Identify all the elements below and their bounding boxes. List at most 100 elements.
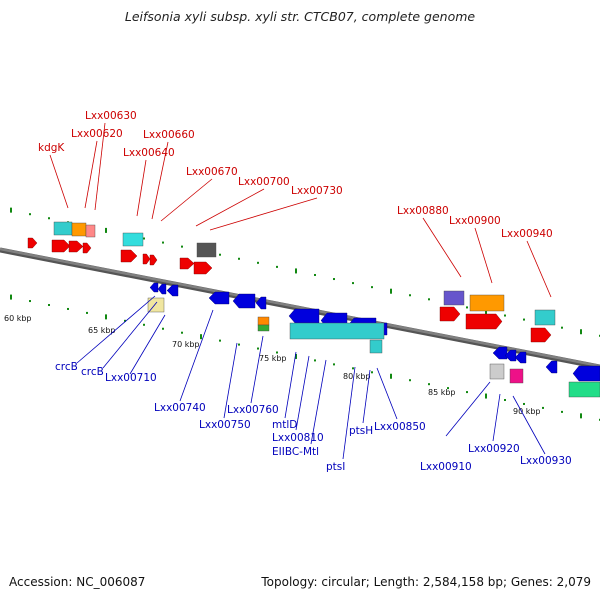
reverse-gene-label[interactable]: Lxx00810 xyxy=(272,432,324,444)
gene-category-box[interactable] xyxy=(369,339,383,354)
reverse-label-leader xyxy=(376,367,398,420)
reverse-gene-label[interactable]: ptsH xyxy=(349,425,373,437)
forward-gene-arrow[interactable] xyxy=(51,239,71,253)
gene-category-box[interactable] xyxy=(85,224,96,238)
gene-category-box[interactable] xyxy=(509,368,524,384)
tick-mark xyxy=(504,399,506,401)
scale-label: 90 kbp xyxy=(513,407,541,416)
forward-gene-arrow[interactable] xyxy=(439,306,461,322)
reverse-label-leader xyxy=(284,351,297,419)
tick-mark xyxy=(333,278,335,281)
forward-gene-arrow[interactable] xyxy=(530,327,552,343)
gene-category-box[interactable] xyxy=(469,294,505,312)
forward-gene-label[interactable]: Lxx00900 xyxy=(449,215,501,227)
reverse-gene-label[interactable]: ptsI xyxy=(326,461,345,473)
tick-mark xyxy=(67,307,69,310)
reverse-gene-label[interactable]: crcB xyxy=(81,366,104,378)
tick-mark xyxy=(333,363,335,366)
forward-gene-label[interactable]: Lxx00730 xyxy=(291,185,343,197)
tick-mark xyxy=(428,383,430,386)
tick-mark xyxy=(523,318,525,321)
tick-mark xyxy=(181,331,183,334)
gene-category-box[interactable] xyxy=(71,222,87,237)
forward-gene-arrow[interactable] xyxy=(68,240,84,253)
gene-category-box[interactable] xyxy=(196,242,217,258)
forward-gene-label[interactable]: Lxx00700 xyxy=(238,176,290,188)
reverse-gene-label[interactable]: Lxx00710 xyxy=(105,372,157,384)
tick-mark xyxy=(276,265,278,268)
forward-gene-label[interactable]: Lxx00660 xyxy=(143,129,195,141)
reverse-gene-arrow[interactable] xyxy=(208,291,230,305)
reverse-gene-arrow[interactable] xyxy=(492,346,508,360)
forward-gene-label[interactable]: kdgK xyxy=(38,142,65,154)
forward-label-leader xyxy=(209,197,318,231)
scale-label: 75 kbp xyxy=(259,354,287,363)
forward-label-leader xyxy=(526,240,552,298)
reverse-gene-label[interactable]: Lxx00750 xyxy=(199,419,251,431)
reverse-gene-label[interactable]: Lxx00850 xyxy=(374,421,426,433)
reverse-gene-arrow[interactable] xyxy=(504,349,517,362)
forward-gene-label[interactable]: Lxx00630 xyxy=(85,110,137,122)
gene-category-box[interactable] xyxy=(489,363,505,380)
forward-gene-arrow[interactable] xyxy=(120,249,138,263)
forward-label-leader xyxy=(160,178,213,222)
reverse-gene-arrow[interactable] xyxy=(157,283,167,295)
reverse-gene-arrow[interactable] xyxy=(149,282,159,293)
forward-gene-label[interactable]: Lxx00880 xyxy=(397,205,449,217)
forward-gene-arrow[interactable] xyxy=(82,242,92,254)
reverse-label-leader xyxy=(250,335,264,404)
reverse-gene-label[interactable]: Lxx00760 xyxy=(227,404,279,416)
forward-gene-arrow[interactable] xyxy=(27,237,38,249)
reverse-gene-label[interactable]: mtlD xyxy=(272,419,297,431)
forward-gene-arrow[interactable] xyxy=(193,261,213,275)
tick-mark xyxy=(219,339,221,342)
tick-mark xyxy=(124,319,126,322)
reverse-label-leader xyxy=(295,355,310,431)
reverse-gene-label[interactable]: Lxx00910 xyxy=(420,461,472,473)
reverse-gene-label[interactable]: crcB xyxy=(55,361,78,373)
reverse-gene-arrow[interactable] xyxy=(514,351,527,364)
reverse-gene-arrow[interactable] xyxy=(288,308,320,324)
forward-gene-label[interactable]: Lxx00620 xyxy=(71,128,123,140)
reverse-gene-arrow[interactable] xyxy=(166,284,179,297)
forward-gene-arrow[interactable] xyxy=(142,253,151,265)
forward-gene-label[interactable]: Lxx00940 xyxy=(501,228,553,240)
map-title: Leifsonia xyli subsp. xyli str. CTCB07, … xyxy=(124,9,476,24)
reverse-gene-arrow[interactable] xyxy=(232,293,256,309)
gene-category-box[interactable] xyxy=(289,322,385,340)
reverse-gene-label[interactable]: Lxx00930 xyxy=(520,455,572,467)
reverse-label-leader xyxy=(310,359,327,445)
gene-category-box[interactable] xyxy=(443,290,465,306)
tick-mark xyxy=(542,406,544,409)
tick-mark xyxy=(143,323,145,326)
reverse-gene-arrow[interactable] xyxy=(572,365,600,382)
tick-mark xyxy=(10,207,12,213)
reverse-gene-label[interactable]: EIIBC-Mtl xyxy=(272,446,319,458)
gene-category-box[interactable] xyxy=(122,232,144,247)
tick-mark xyxy=(428,298,430,301)
gene-category-box[interactable] xyxy=(257,324,270,332)
tick-mark xyxy=(86,311,88,314)
reverse-label-leader xyxy=(492,393,501,442)
reverse-gene-arrow[interactable] xyxy=(255,296,267,310)
tick-mark xyxy=(162,327,164,330)
reverse-gene-arrow[interactable] xyxy=(545,360,558,374)
reverse-gene-label[interactable]: Lxx00920 xyxy=(468,443,520,455)
forward-label-leader xyxy=(94,122,106,211)
tick-mark xyxy=(200,334,202,340)
gene-category-box[interactable] xyxy=(534,309,556,326)
scale-label: 80 kbp xyxy=(343,372,371,381)
forward-gene-arrow[interactable] xyxy=(465,313,503,330)
reverse-label-leader xyxy=(342,366,356,460)
tick-mark xyxy=(105,227,107,233)
gene-category-box[interactable] xyxy=(53,221,73,236)
forward-gene-arrow[interactable] xyxy=(179,257,195,270)
tick-mark xyxy=(10,294,12,300)
gene-category-box[interactable] xyxy=(568,381,600,398)
forward-gene-label[interactable]: Lxx00640 xyxy=(123,147,175,159)
forward-gene-label[interactable]: Lxx00670 xyxy=(186,166,238,178)
forward-gene-arrow[interactable] xyxy=(149,254,158,266)
gene-category-box[interactable] xyxy=(257,316,270,326)
reverse-gene-label[interactable]: Lxx00740 xyxy=(154,402,206,414)
